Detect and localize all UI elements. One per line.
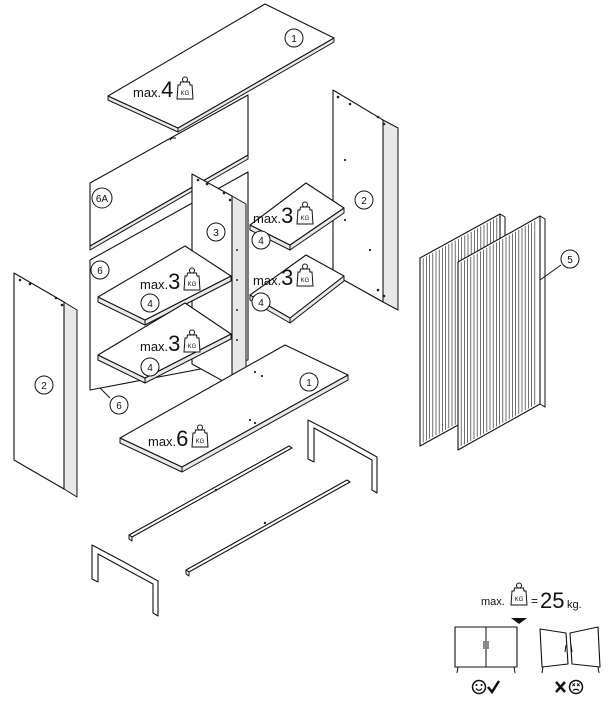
svg-text:KG: KG	[515, 597, 524, 603]
smiley-check-icon	[471, 679, 501, 695]
svg-text:max.3: max.3	[253, 203, 293, 228]
svg-text:1: 1	[291, 34, 297, 45]
total-value: 25	[540, 588, 564, 613]
kg-weight-icon: KG	[176, 76, 194, 100]
callout-part-6-top: 6	[90, 260, 110, 280]
svg-text:KG: KG	[181, 91, 190, 97]
total-unit: kg.	[567, 599, 582, 611]
svg-text:2: 2	[41, 381, 47, 392]
svg-text:2: 2	[361, 196, 367, 207]
callout-part-3: 3	[206, 222, 226, 242]
upper-rail	[128, 445, 293, 542]
svg-text:KG: KG	[188, 344, 197, 350]
callout-part-2-left: 2	[34, 375, 54, 395]
max-load-shelf-center-lower: max.3 KG	[140, 329, 201, 356]
svg-text:max.3: max.3	[140, 331, 180, 356]
cabinet-doors-sagging	[539, 626, 601, 674]
max-load-shelf-center-upper: max.3 KG	[140, 267, 201, 294]
cross-sad-icon	[555, 679, 584, 695]
right-leg-frame	[307, 419, 378, 494]
callout-part-4-center-upper: 4	[140, 293, 160, 313]
callout-part-6a: 6A	[91, 187, 113, 209]
callout-part-5: 5	[560, 249, 580, 269]
slatted-door-front	[457, 215, 546, 451]
callout-part-6-bottom: 6	[109, 395, 129, 415]
svg-text:KG: KG	[301, 278, 310, 284]
bottom-panel	[119, 344, 349, 473]
callout-part-4-right-lower: 4	[251, 292, 271, 312]
total-prefix: max.	[481, 596, 505, 608]
svg-text:4: 4	[258, 298, 264, 309]
svg-text:4: 4	[147, 299, 153, 310]
total-equals: =	[531, 594, 538, 608]
total-load: max. KG = 25 kg.	[481, 582, 582, 624]
svg-text:max.3: max.3	[140, 269, 180, 294]
kg-weight-icon: KG	[191, 424, 209, 448]
svg-text:KG: KG	[196, 439, 205, 445]
max-load-shelf-right-upper: max.3 KG	[253, 201, 314, 228]
kg-weight-icon: KG	[296, 201, 314, 225]
shelf-right-lower	[249, 254, 345, 324]
kg-weight-icon: KG	[296, 263, 314, 287]
cabinet-doors-closed	[454, 626, 518, 674]
arrow-down-icon	[511, 618, 527, 624]
kg-weight-icon: KG	[183, 267, 201, 291]
svg-text:6: 6	[97, 266, 103, 277]
lower-rail	[185, 479, 351, 577]
svg-text:6A: 6A	[96, 194, 109, 205]
callout-part-4-center-lower: 4	[140, 357, 160, 377]
svg-text:4: 4	[258, 236, 264, 247]
svg-text:KG: KG	[188, 282, 197, 288]
svg-text:3: 3	[213, 228, 219, 239]
svg-text:1: 1	[306, 378, 312, 389]
svg-text:max.4: max.4	[133, 77, 173, 102]
max-load-bottom: max.6 KG	[148, 424, 209, 451]
shelf-center-upper	[97, 245, 232, 326]
callout-part-1-top: 1	[284, 28, 304, 48]
svg-text:max.3: max.3	[253, 265, 293, 290]
shelf-center-lower	[97, 302, 232, 384]
max-load-shelf-right-lower: max.3 KG	[253, 263, 314, 290]
callout-part-2-right: 2	[354, 190, 374, 210]
svg-text:4: 4	[147, 363, 153, 374]
callout-part-1-bottom: 1	[299, 372, 319, 392]
kg-weight-icon: KG	[183, 329, 201, 353]
callout-part-4-right-upper: 4	[251, 230, 271, 250]
svg-text:6: 6	[116, 401, 122, 412]
svg-text:5: 5	[567, 255, 573, 266]
max-load-top: max.4 KG	[133, 76, 194, 102]
svg-text:KG: KG	[301, 216, 310, 222]
left-leg-frame	[91, 544, 159, 617]
svg-text:max.6: max.6	[148, 426, 188, 451]
kg-weight-icon: KG	[510, 582, 528, 606]
top-panel	[107, 3, 335, 133]
